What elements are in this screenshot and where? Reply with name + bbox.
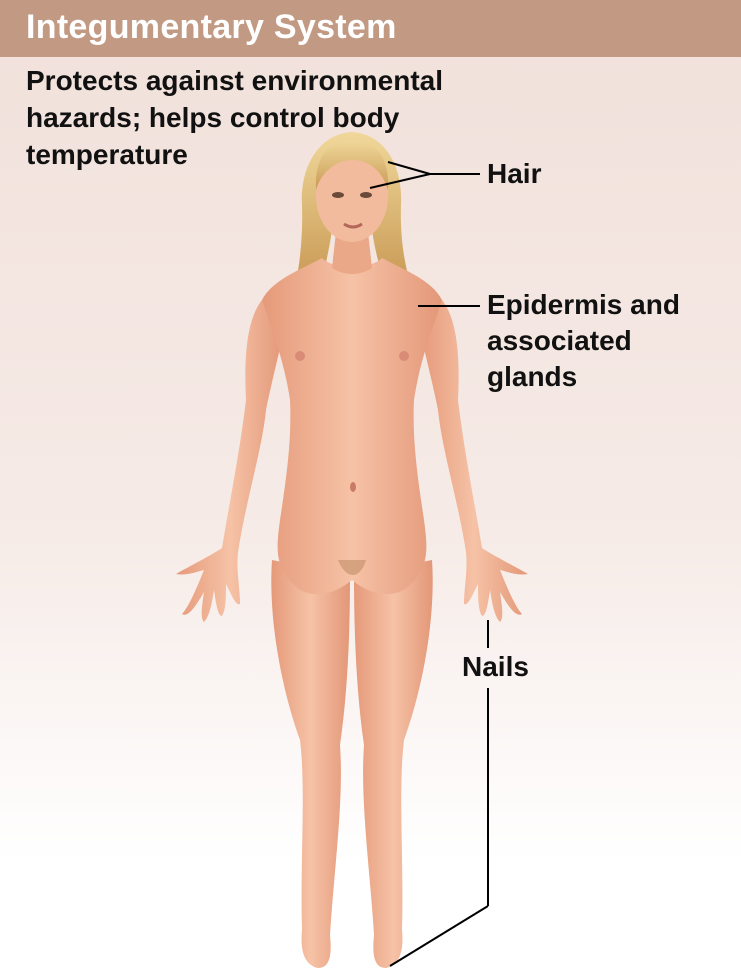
epidermis-label: Epidermis and associated glands <box>487 287 727 395</box>
left-leg <box>271 560 350 968</box>
nails-label: Nails <box>462 649 529 685</box>
hair-label: Hair <box>487 156 541 192</box>
left-arm <box>176 300 284 622</box>
right-leg <box>354 560 433 968</box>
torso <box>262 258 442 594</box>
